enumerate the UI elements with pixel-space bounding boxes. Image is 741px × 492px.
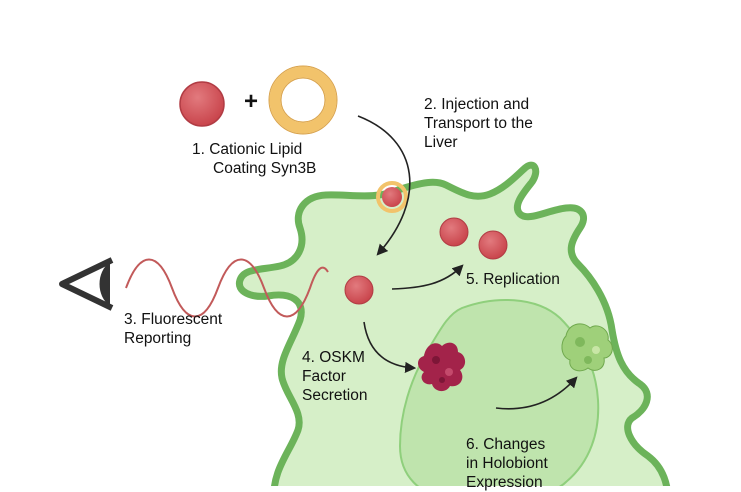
coated-lipid-ring — [376, 181, 408, 213]
label-step3-line1: 3. Fluorescent — [124, 311, 223, 328]
arrow-replication — [391, 264, 464, 290]
holobiont-bump-1 — [575, 337, 585, 347]
label-step3-line2: Reporting — [124, 330, 192, 347]
holobiont-protein — [561, 323, 613, 372]
label-step5-line1: 5. Replication — [466, 271, 560, 288]
replicated-bacterium-1 — [439, 217, 469, 247]
holobiont-bump-3 — [584, 356, 592, 364]
coated-bacterium — [376, 181, 408, 213]
coated-bacterium-core — [382, 187, 402, 207]
eye-icon — [59, 257, 114, 311]
syn3b-bacterium — [179, 81, 225, 127]
label-step2-line2: Transport to the — [424, 115, 533, 132]
label-step2-line3: Liver — [424, 134, 458, 151]
label-step6: 6. Changes in Holobiont Expression — [466, 435, 548, 492]
holobiont-blob — [561, 323, 613, 372]
label-step1-line1: 1. Cationic Lipid — [192, 141, 303, 158]
lipid-ring-inner-edge — [280, 77, 326, 123]
holobiont-bump-2 — [592, 346, 600, 354]
label-step1-line2: Coating Syn3B — [213, 160, 317, 177]
fluorescent-wave — [125, 258, 329, 318]
replicated-bacterium-2 — [478, 230, 508, 260]
eye-outline — [59, 257, 114, 311]
eye-iris — [99, 262, 110, 306]
arrow-expression — [495, 376, 578, 410]
oskm-factor-protein — [418, 342, 466, 392]
plus-sign: + — [244, 88, 259, 115]
label-step6-line3: Expression — [466, 474, 543, 491]
oskm-blob — [418, 342, 466, 392]
arrow-injection — [357, 115, 411, 256]
label-step4-line2: Factor — [302, 368, 346, 385]
label-step2-line1: 2. Injection and — [424, 96, 530, 113]
label-step2: 2. Injection and Transport to the Liver — [424, 95, 533, 152]
oskm-bump-2 — [445, 368, 453, 376]
label-step4-line3: Secretion — [302, 387, 368, 404]
cationic-lipid-vesicle — [268, 65, 338, 135]
label-step5: 5. Replication — [466, 270, 560, 289]
label-step3: 3. Fluorescent Reporting — [124, 310, 222, 348]
lipid-ring — [269, 66, 337, 134]
label-step4-line1: 4. OSKM — [302, 349, 365, 366]
label-step1: 1. Cationic Lipid Coating Syn3B — [192, 140, 316, 178]
arrow-secretion — [363, 321, 417, 373]
label-step6-line1: 6. Changes — [466, 436, 546, 453]
intracellular-bacterium — [344, 275, 374, 305]
label-step4: 4. OSKM Factor Secretion — [302, 348, 367, 405]
oskm-bump-3 — [439, 377, 445, 383]
oskm-bump-1 — [432, 356, 440, 364]
label-step6-line2: in Holobiont — [466, 455, 548, 472]
lipid-ring-outer-edge — [268, 65, 338, 135]
